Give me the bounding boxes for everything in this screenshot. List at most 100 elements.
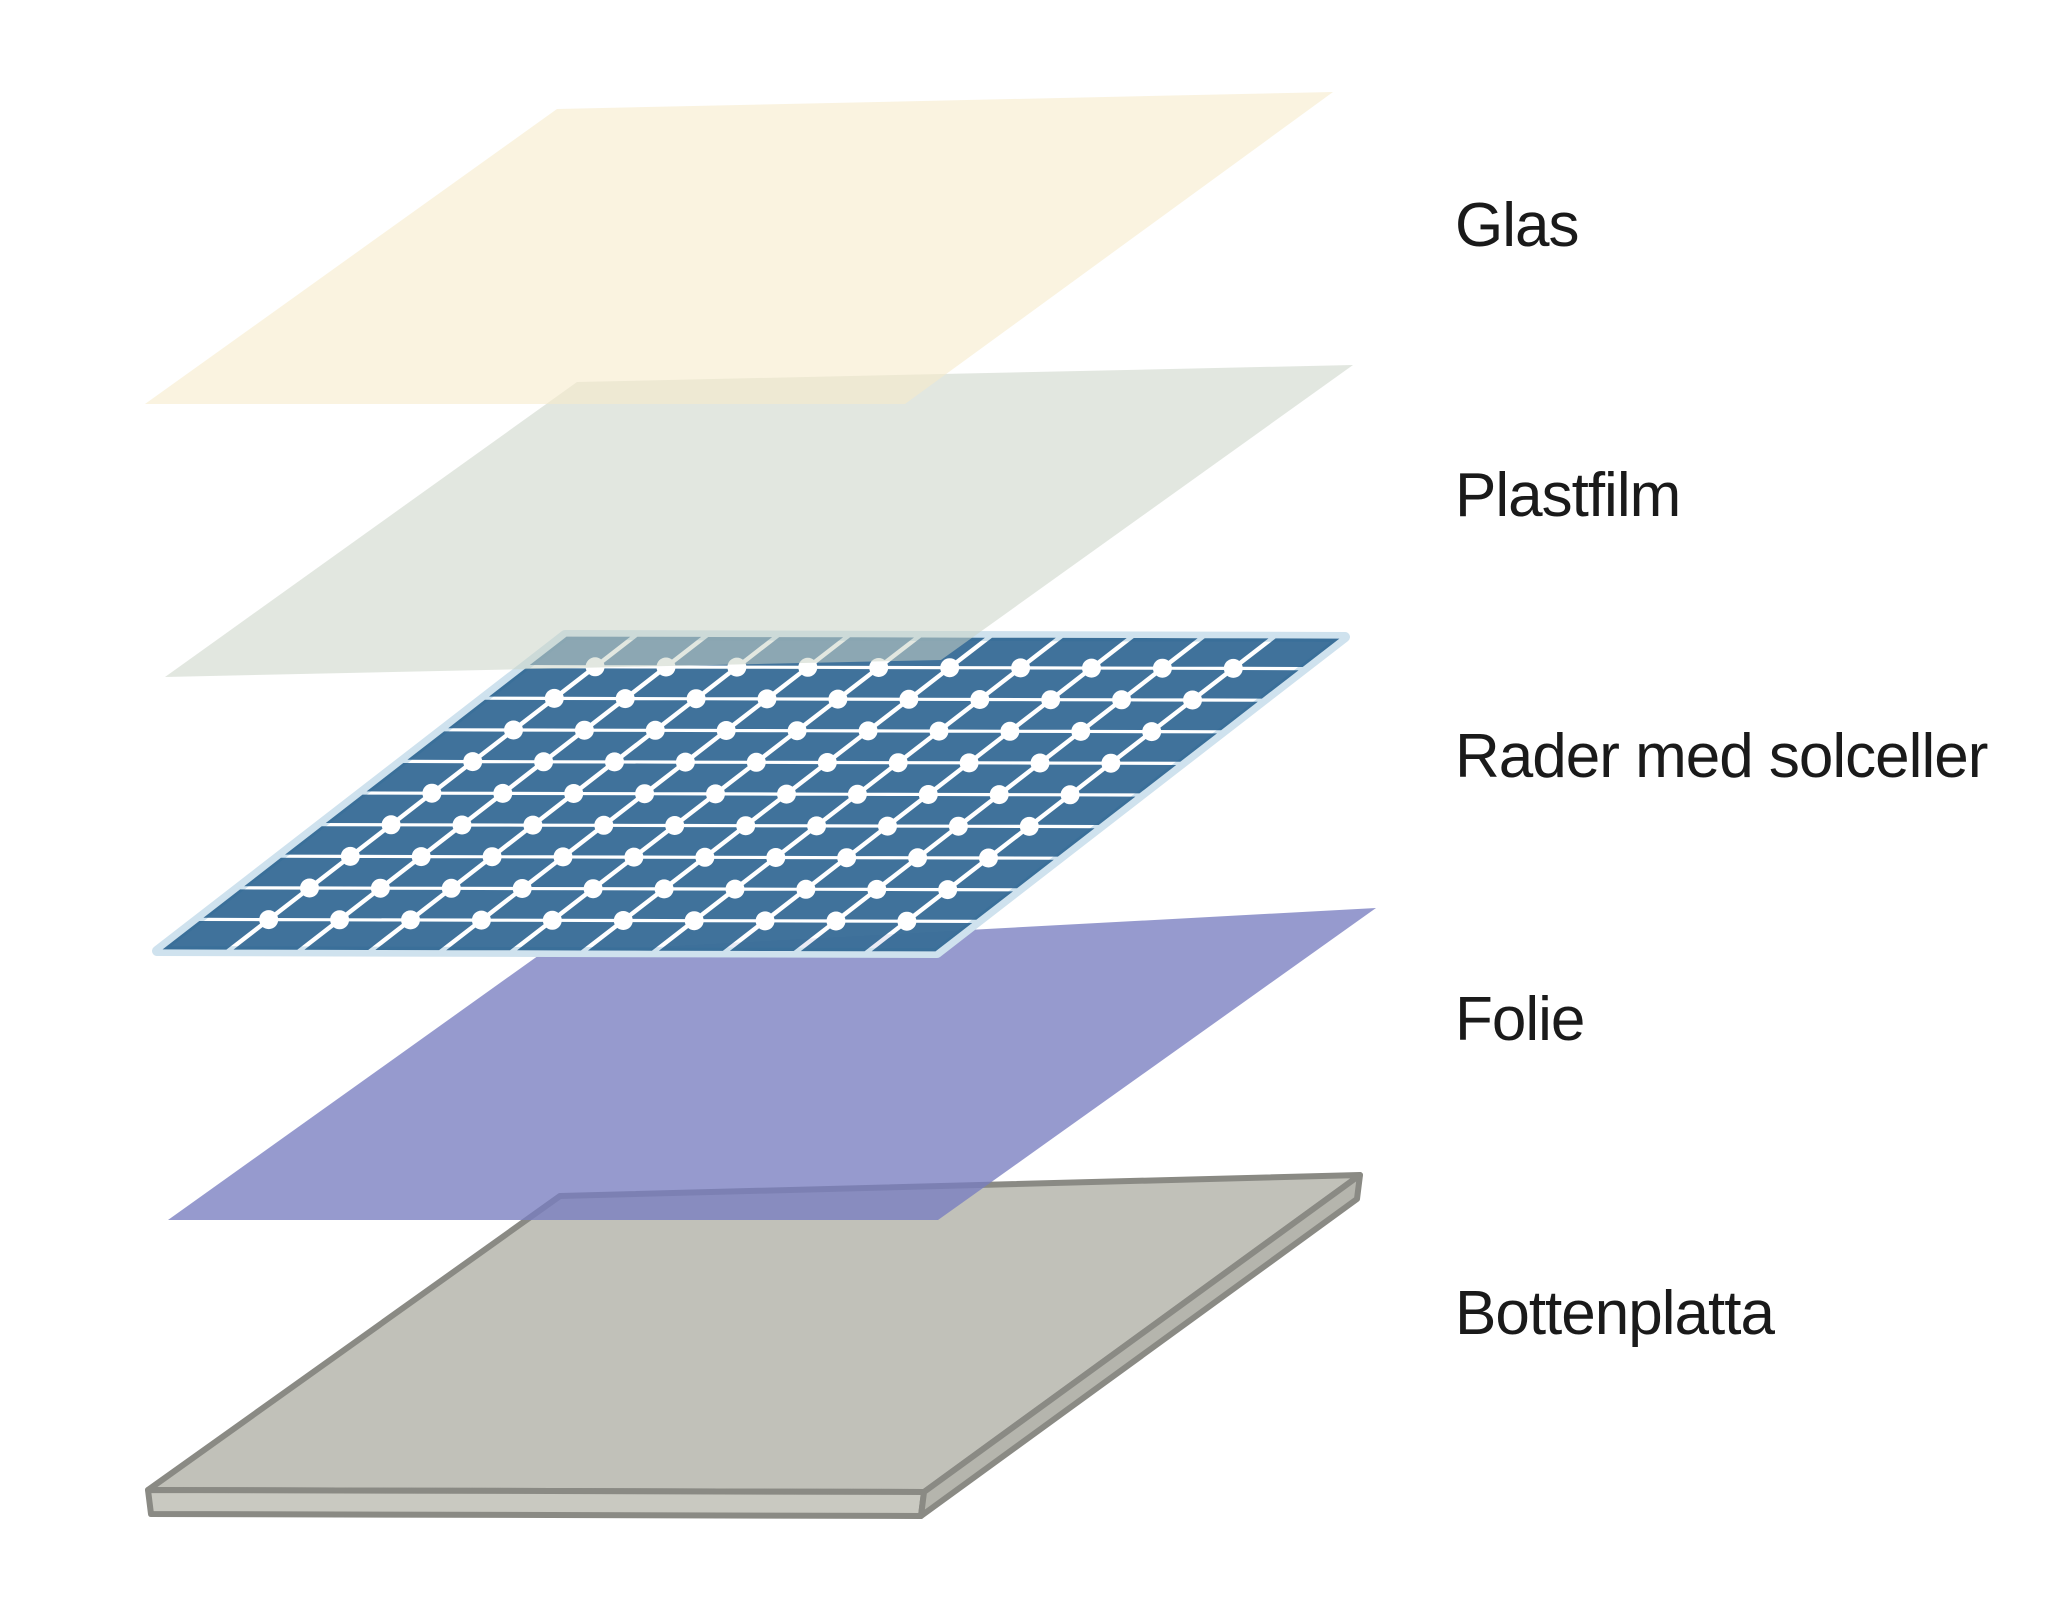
solar-cell [325, 794, 427, 824]
solar-cell [974, 732, 1076, 762]
solar-cell [660, 700, 762, 729]
grid-intersection-dot [493, 783, 513, 803]
solar-cell [710, 827, 811, 856]
solar-cell [933, 764, 1035, 793]
solar-cell [456, 858, 558, 887]
solar-cell [519, 700, 620, 729]
grid-intersection-dot [858, 721, 878, 741]
solar-cell [1127, 669, 1228, 699]
grid-intersection-dot [716, 721, 736, 740]
solar-cell [914, 669, 1015, 698]
grid-intersection-dot [979, 848, 998, 868]
grid-intersection-dot [807, 816, 827, 836]
solar-cell [590, 700, 691, 729]
solar-cell [568, 826, 670, 856]
foil-layer [168, 908, 1376, 1220]
solar-cell [386, 858, 487, 887]
grid-intersection-dot [583, 879, 603, 899]
grid-intersection-dot [574, 720, 594, 740]
grid-intersection-dot [605, 752, 624, 772]
solar-cell [781, 827, 882, 857]
grid-intersection-dot [826, 911, 846, 931]
solar-cell [628, 890, 730, 920]
grid-intersection-dot [512, 879, 532, 898]
grid-intersection-dot [1041, 690, 1061, 710]
solar-cell [811, 859, 912, 888]
solar-cell [802, 700, 904, 730]
solar-cell [731, 700, 833, 730]
label-foil: Folie [1455, 985, 1585, 1054]
grid-intersection-dot [878, 816, 897, 836]
grid-intersection-dot [1152, 658, 1172, 678]
solar-cell [407, 731, 508, 760]
solar-cell [416, 889, 517, 919]
bottom-plate-front-face [145, 1487, 927, 1519]
grid-intersection-dot [675, 752, 695, 772]
grid-intersection-dot [564, 784, 584, 803]
solar-cell [729, 922, 831, 951]
grid-intersection-dot [401, 910, 420, 930]
solar-cell [446, 921, 547, 951]
bottom-plate-side-face [918, 1172, 1363, 1519]
solar-cell [852, 827, 953, 857]
solar-cell [985, 669, 1086, 699]
grid-intersection-dot [766, 848, 786, 867]
solar-cell [953, 859, 1054, 889]
solar-cell [609, 795, 710, 824]
grid-intersection-dot [624, 847, 644, 867]
solar-cell [699, 890, 801, 920]
solar-cell [304, 921, 405, 950]
solar-cell [203, 889, 304, 918]
grid-intersection-dot [463, 752, 483, 772]
solar-cell-grid-layer [152, 630, 1350, 958]
solar-cell [315, 858, 416, 887]
solar-cell [800, 922, 902, 952]
grid-intersection-dot [757, 689, 777, 709]
grid-intersection-dot [908, 848, 928, 868]
solar-cell [478, 731, 579, 761]
grid-intersection-dot [523, 815, 543, 835]
bottom-plate-layer [145, 1172, 1363, 1519]
solar-cell [487, 890, 588, 919]
grid-intersection-dot [422, 783, 442, 803]
label-bottom-plate: Bottenplatta [1455, 1279, 1775, 1348]
grid-intersection-dot [615, 689, 635, 709]
solar-cell [822, 795, 923, 825]
solar-cell [964, 796, 1065, 825]
solar-cell [639, 827, 741, 856]
solar-cell [579, 763, 680, 793]
solar-cell [923, 827, 1024, 857]
grid-intersection-dot [411, 847, 431, 867]
grid-intersection-dot [534, 752, 554, 772]
label-glas: Glas [1455, 191, 1579, 260]
solar-cell [680, 795, 781, 825]
grid-intersection-dot [1142, 722, 1162, 742]
solar-cell [843, 669, 945, 698]
solar-cell [761, 732, 863, 761]
grid-intersection-dot [948, 816, 968, 836]
label-solar-cells: Rader med solceller [1455, 722, 1988, 791]
grid-intersection-dot [970, 690, 990, 709]
grid-intersection-dot [594, 815, 614, 835]
grid-intersection-dot [736, 816, 756, 836]
grid-intersection-dot [725, 879, 745, 899]
solar-cell [1116, 733, 1217, 762]
grid-intersection-dot [755, 911, 775, 931]
label-plastfilm: Plastfilm [1455, 461, 1681, 530]
grid-intersection-dot [1030, 753, 1050, 773]
solar-cell [345, 889, 446, 919]
grid-intersection-dot [817, 753, 837, 772]
solar-cell [770, 890, 872, 920]
grid-intersection-dot [482, 847, 502, 867]
grid-intersection-dot [504, 720, 523, 740]
grid-intersection-dot [918, 785, 938, 804]
grid-intersection-dot [989, 785, 1009, 805]
grid-intersection-dot [1101, 753, 1121, 773]
grid-intersection-dot [259, 910, 279, 930]
grid-intersection-dot [340, 846, 360, 866]
grid-intersection-dot [1000, 721, 1020, 741]
grid-intersection-dot [777, 784, 796, 804]
grid-intersection-dot [654, 879, 674, 899]
solar-cell [1086, 701, 1187, 730]
grid-intersection-dot [959, 753, 979, 773]
